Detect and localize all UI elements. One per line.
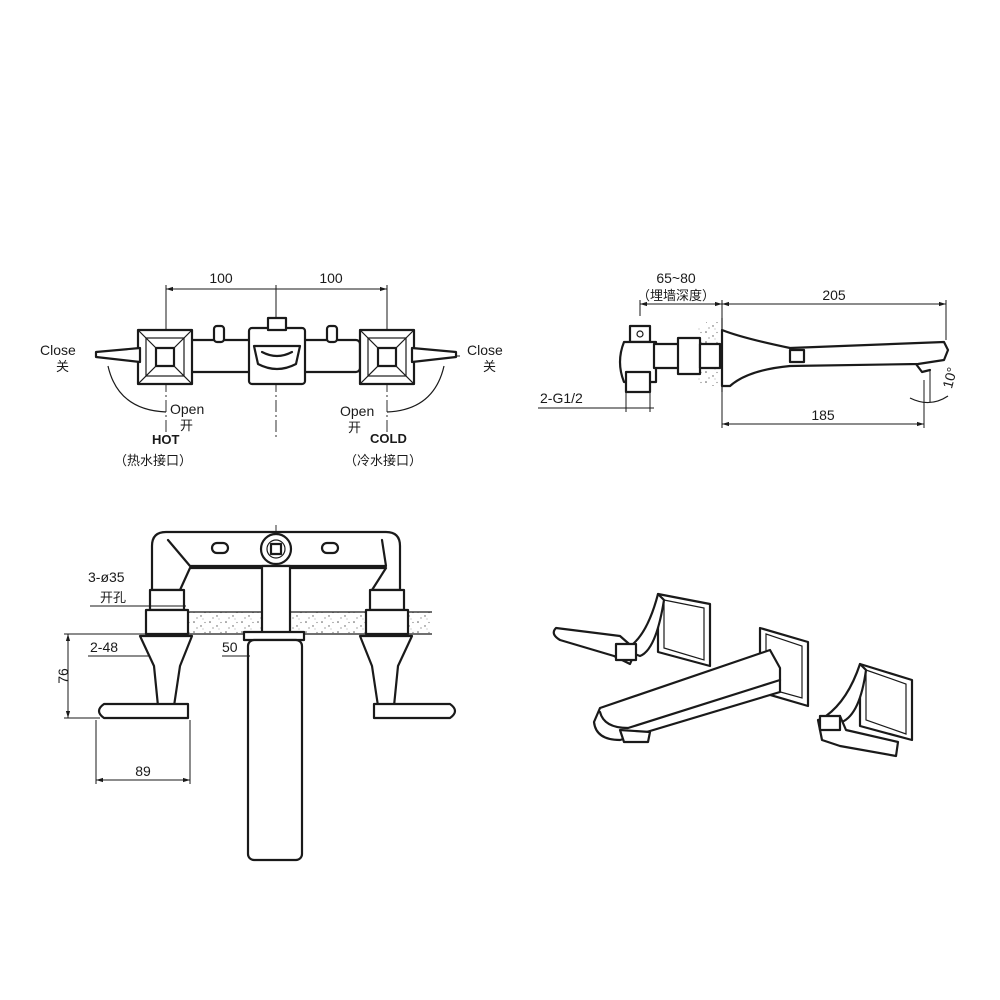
- hot-cn-label: （热水接口）: [114, 453, 192, 469]
- spout-width-label: 50: [222, 639, 238, 655]
- dim-left-label: 100: [209, 270, 233, 286]
- left-handle-top: [94, 328, 194, 413]
- side-spout: [720, 328, 950, 388]
- open-right-cn: 开: [348, 421, 361, 436]
- iso-view: [552, 592, 914, 758]
- open-right-label: Open: [340, 403, 374, 419]
- depth-label: 65~80: [656, 270, 696, 286]
- cold-label: COLD: [370, 431, 407, 446]
- holes-label: 3-ø35: [88, 569, 125, 585]
- thickness-label: 2-48: [90, 639, 118, 655]
- open-left-cn: 开: [180, 419, 193, 434]
- right-handle-top: [358, 328, 458, 413]
- close-right-label: Close: [467, 342, 503, 358]
- height-label: 76: [55, 668, 71, 684]
- close-left-cn: 关: [56, 360, 69, 375]
- top-dimension: 100 100: [165, 270, 388, 330]
- close-right-cn: 关: [483, 360, 496, 375]
- length-top-label: 205: [822, 287, 846, 303]
- depth-cn-label: （埋墙深度）: [637, 288, 715, 304]
- top-view: 100 100: [40, 270, 503, 469]
- angle-label: 10°: [939, 365, 960, 390]
- front-view: 3-ø35 开孔 2-48 50 76 89: [55, 525, 457, 862]
- side-view: 65~80 （埋墙深度） 205 10° 185: [538, 270, 960, 428]
- open-left-label: Open: [170, 401, 204, 417]
- valve-body: [186, 316, 362, 386]
- dim-right-label: 100: [319, 270, 343, 286]
- close-left-label: Close: [40, 342, 76, 358]
- hot-label: HOT: [152, 432, 180, 447]
- holes-cn-label: 开孔: [100, 591, 126, 606]
- thread-label: 2-G1/2: [540, 390, 583, 406]
- handle-len-label: 89: [135, 763, 151, 779]
- cold-cn-label: （冷水接口）: [344, 453, 422, 469]
- length-bottom-label: 185: [811, 407, 835, 423]
- side-valve: [618, 324, 722, 394]
